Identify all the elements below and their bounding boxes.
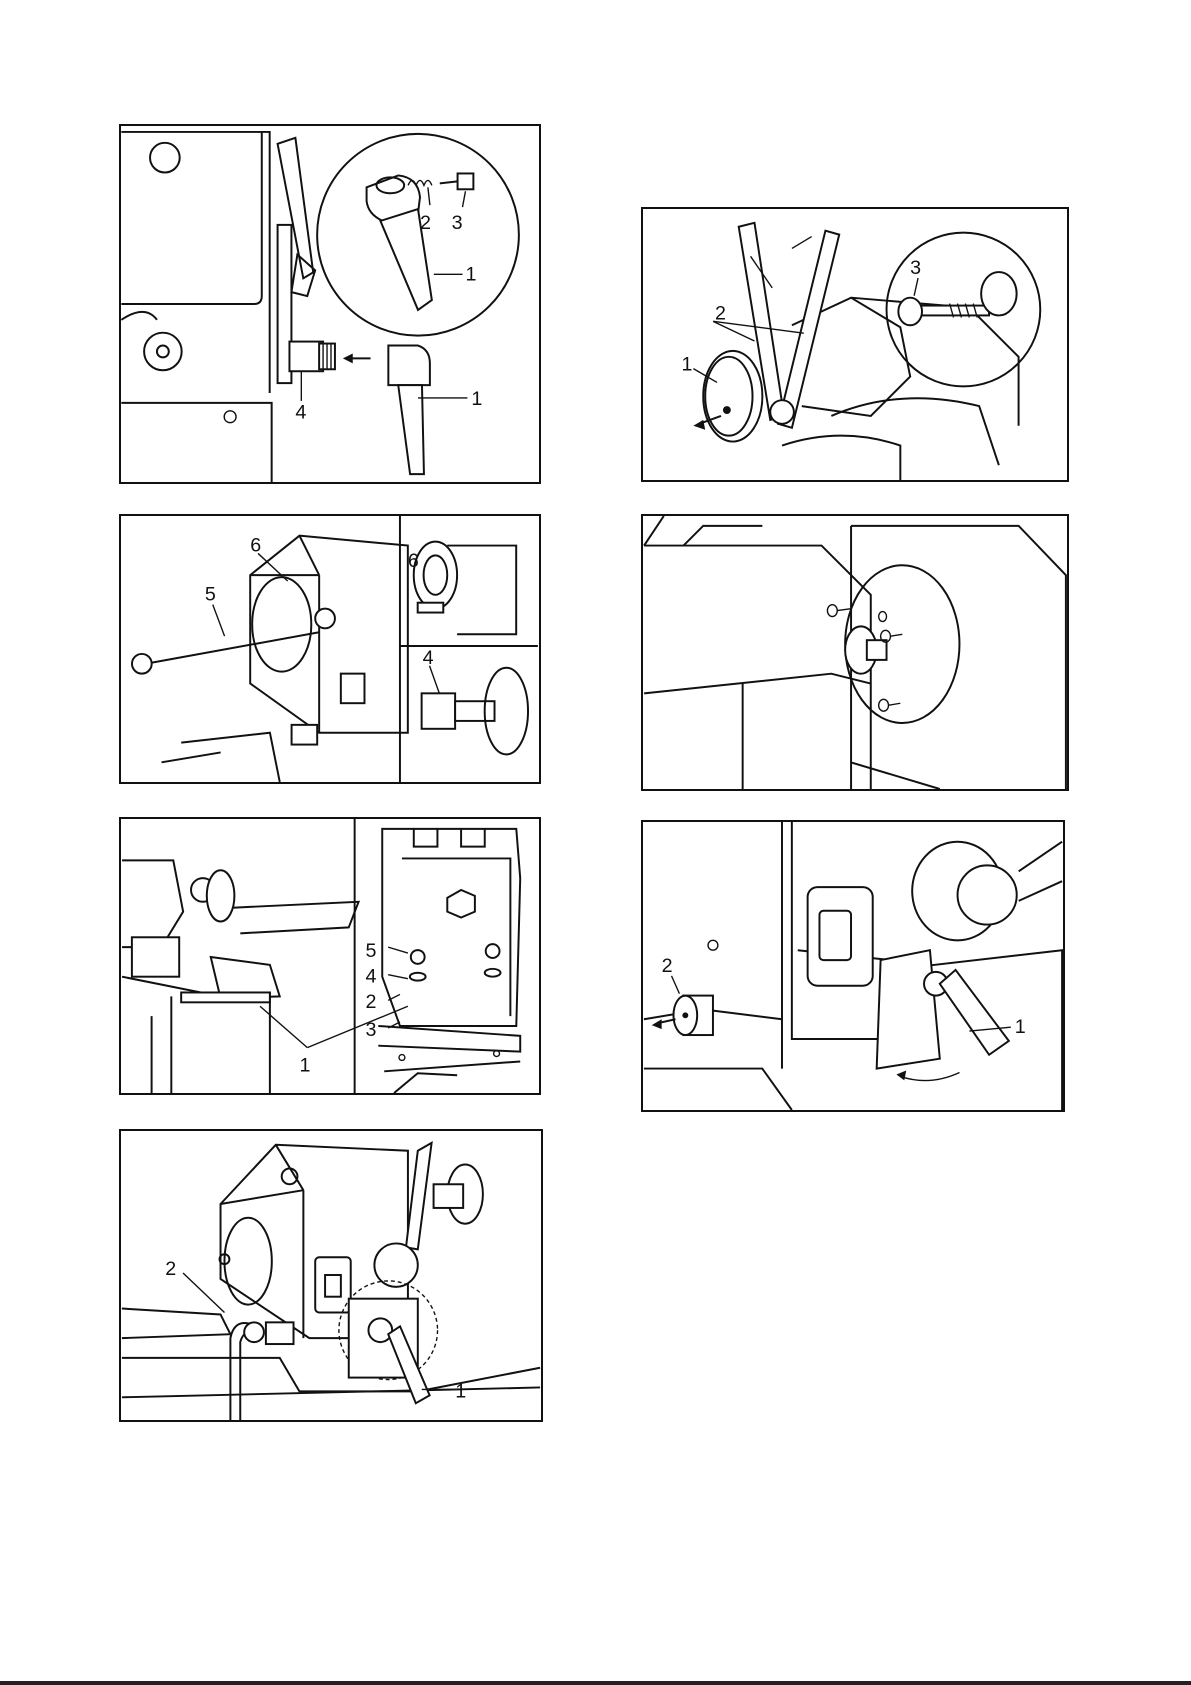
callout-shaft: 4 [295, 402, 306, 424]
chuck-wrenches-drawing: 3 2 1 [643, 209, 1067, 480]
lever-assembly-drawing: 2 3 1 4 1 [121, 126, 539, 482]
callout-part-5: 5 [365, 940, 376, 962]
callout-faceplate: 1 [682, 354, 693, 376]
callout-drawbar: 5 [205, 584, 216, 606]
spindle-screws-drawing [643, 516, 1067, 789]
figure-drawbar: 6 5 6 4 [119, 514, 541, 784]
callout-nut: 3 [910, 257, 921, 279]
callout-cable: 2 [165, 1258, 176, 1280]
callout-part-2: 2 [365, 991, 376, 1013]
callout-part-3: 3 [365, 1019, 376, 1041]
callout-screw: 3 [452, 212, 463, 234]
callout-wrenches: 2 [715, 302, 726, 324]
figure-carriage-parts: 5 4 2 3 1 [119, 817, 541, 1095]
figure-chuck-wrenches: 3 2 1 [641, 207, 1069, 482]
callout-lever-detail: 1 [465, 263, 476, 285]
callout-drawbar-nut: 6 [250, 534, 261, 556]
drawbar-drawing: 6 5 6 4 [121, 516, 539, 782]
figure-spindle-screws [641, 514, 1069, 791]
figure-tailstock-lever: 2 1 [641, 820, 1065, 1112]
callout-lever: 1 [471, 388, 482, 410]
callout-headstock-lever: 1 [455, 1380, 466, 1402]
tailstock-lever-drawing: 2 1 [643, 822, 1063, 1110]
figure-headstock-cable: 2 1 [119, 1129, 543, 1422]
page-bottom-border [0, 1681, 1191, 1685]
callout-part-1: 1 [299, 1054, 310, 1076]
callout-part-4: 4 [365, 966, 376, 988]
callout-tailstock-handle: 2 [662, 955, 673, 977]
figure-lever-assembly: 2 3 1 4 1 [119, 124, 541, 484]
callout-tailstock-lever: 1 [1015, 1016, 1026, 1038]
headstock-cable-drawing: 2 1 [121, 1131, 541, 1420]
carriage-parts-drawing: 5 4 2 3 1 [121, 819, 539, 1093]
callout-spring: 2 [420, 212, 431, 234]
callout-inset-nut: 6 [408, 550, 419, 572]
callout-chuck: 4 [423, 647, 434, 669]
